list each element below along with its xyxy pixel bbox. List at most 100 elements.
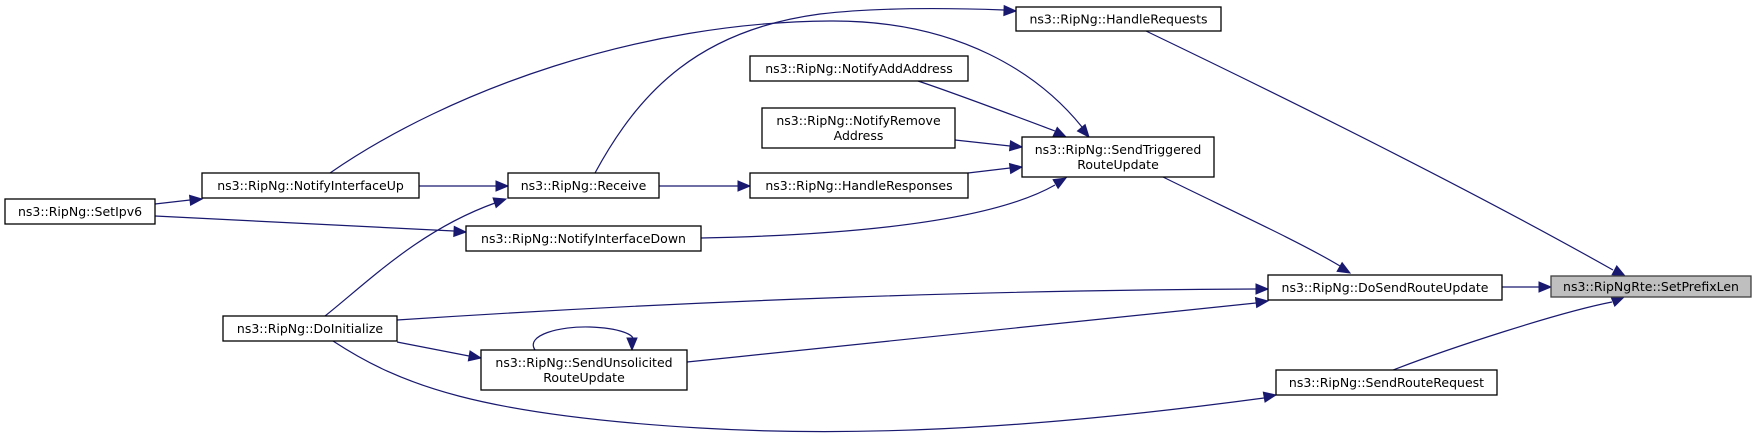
arrowhead-icon xyxy=(626,337,638,352)
edge-line xyxy=(1392,301,1613,371)
edge-notify-interface-up-to-receive xyxy=(419,180,510,192)
edge-handle-requests-to-set-prefix-len xyxy=(1145,30,1627,277)
arrowhead-icon xyxy=(1255,283,1270,295)
edge-line xyxy=(686,302,1257,363)
node-box[interactable] xyxy=(480,349,688,391)
edge-line xyxy=(917,80,1056,132)
edge-line xyxy=(594,7,1005,174)
node-box[interactable] xyxy=(507,172,660,199)
edge-do-initialize-to-do-send-route-update xyxy=(396,283,1270,321)
node-receive[interactable]: ns3::RipNg::Receive xyxy=(507,172,660,199)
edge-line xyxy=(1162,176,1341,267)
arrowhead-icon xyxy=(1052,126,1068,138)
arrowhead-icon xyxy=(188,194,204,207)
node-label: ns3::RipNg::SetIpv6 xyxy=(18,204,142,219)
node-notify-interface-up[interactable]: ns3::RipNg::NotifyInterfaceUp xyxy=(201,172,420,199)
node-box[interactable] xyxy=(222,315,398,342)
node-label: ns3::RipNg::DoInitialize xyxy=(237,321,384,336)
edge-line xyxy=(967,167,1011,174)
node-box[interactable] xyxy=(749,55,969,82)
arrowhead-icon xyxy=(1008,139,1024,152)
node-notify-add-address[interactable]: ns3::RipNg::NotifyAddAddress xyxy=(749,55,969,82)
edge-notify-remove-address-to-send-triggered-route-update xyxy=(954,139,1024,152)
node-label: RouteUpdate xyxy=(543,370,625,385)
node-box[interactable] xyxy=(1275,369,1498,396)
node-do-initialize[interactable]: ns3::RipNg::DoInitialize xyxy=(222,315,398,342)
edge-set-ipv6-to-notify-interface-up xyxy=(154,194,204,207)
node-box[interactable] xyxy=(761,107,956,149)
edge-line xyxy=(154,199,191,205)
edge-line xyxy=(154,215,455,232)
node-notify-interface-down[interactable]: ns3::RipNg::NotifyInterfaceDown xyxy=(465,225,702,252)
node-set-ipv6[interactable]: ns3::RipNg::SetIpv6 xyxy=(4,198,156,225)
edge-receive-to-handle-requests xyxy=(594,4,1018,174)
arrowhead-icon xyxy=(1611,265,1627,277)
edge-do-initialize-to-send-route-request xyxy=(332,340,1278,433)
edge-send-triggered-route-update-to-do-send-route-update xyxy=(1162,176,1352,274)
edge-send-unsolicited-route-update-to-do-send-route-update xyxy=(686,296,1270,363)
node-label: ns3::RipNg::Receive xyxy=(521,178,647,193)
node-label: Address xyxy=(834,128,884,143)
arrowhead-icon xyxy=(1052,177,1068,190)
edge-line xyxy=(396,341,470,357)
arrowhead-icon xyxy=(1262,391,1278,403)
node-box[interactable] xyxy=(201,172,420,199)
node-label: ns3::RipNg::NotifyAddAddress xyxy=(765,61,953,76)
node-send-route-request[interactable]: ns3::RipNg::SendRouteRequest xyxy=(1275,369,1498,396)
edge-line xyxy=(700,184,1056,239)
node-label: ns3::RipNg::HandleResponses xyxy=(765,178,952,193)
edge-line xyxy=(396,288,1257,321)
edge-notify-interface-down-to-send-triggered-route-update xyxy=(700,177,1068,239)
arrowhead-icon xyxy=(453,225,468,238)
node-do-send-route-update[interactable]: ns3::RipNg::DoSendRouteUpdate xyxy=(1267,274,1503,301)
node-box[interactable] xyxy=(4,198,156,225)
node-box[interactable] xyxy=(1267,274,1503,301)
arrowhead-icon xyxy=(492,197,508,209)
edge-do-send-route-update-to-set-prefix-len xyxy=(1502,281,1553,293)
edge-do-initialize-to-receive xyxy=(324,197,508,317)
node-label: ns3::RipNg::NotifyInterfaceUp xyxy=(217,178,404,193)
node-label: ns3::RipNg::HandleRequests xyxy=(1030,12,1208,27)
edge-handle-responses-to-send-triggered-route-update xyxy=(967,162,1024,175)
node-box[interactable] xyxy=(1021,136,1215,178)
arrowhead-icon xyxy=(1076,123,1090,138)
arrowhead-icon xyxy=(495,180,510,192)
arrowhead-icon xyxy=(1538,281,1553,293)
node-set-prefix-len[interactable]: ns3::RipNgRte::SetPrefixLen xyxy=(1550,275,1752,298)
arrowhead-icon xyxy=(1254,296,1270,309)
arrowhead-icon xyxy=(1610,296,1626,308)
edges-layer xyxy=(154,4,1627,433)
node-handle-requests[interactable]: ns3::RipNg::HandleRequests xyxy=(1015,6,1222,32)
edge-line xyxy=(954,139,1011,147)
node-label: RouteUpdate xyxy=(1077,157,1159,172)
node-handle-responses[interactable]: ns3::RipNg::HandleResponses xyxy=(749,172,969,199)
arrowhead-icon xyxy=(467,350,483,362)
node-box[interactable] xyxy=(465,225,702,252)
node-label: ns3::RipNg::NotifyRemove xyxy=(776,113,941,128)
edge-line xyxy=(332,340,1265,433)
arrowhead-icon xyxy=(1003,4,1018,17)
node-box[interactable] xyxy=(749,172,969,199)
edge-line xyxy=(329,20,1083,174)
edge-set-ipv6-to-notify-interface-down xyxy=(154,215,468,238)
edge-send-unsolicited-route-update-to-send-unsolicited-route-update xyxy=(532,326,638,352)
edge-line xyxy=(324,202,496,317)
node-label: ns3::RipNg::SendUnsolicited xyxy=(495,355,672,370)
edge-send-route-request-to-set-prefix-len xyxy=(1392,296,1626,371)
edge-line xyxy=(1145,30,1614,271)
edge-notify-interface-up-to-send-triggered-route-update xyxy=(329,20,1090,174)
edge-line xyxy=(532,326,634,351)
edge-receive-to-handle-responses xyxy=(659,180,752,192)
node-box[interactable] xyxy=(1550,275,1752,298)
node-label: ns3::RipNg::SendRouteRequest xyxy=(1289,375,1484,390)
arrowhead-icon xyxy=(737,180,752,192)
node-label: ns3::RipNg::SendTriggered xyxy=(1035,142,1202,157)
node-label: ns3::RipNg::DoSendRouteUpdate xyxy=(1282,280,1489,295)
node-label: ns3::RipNgRte::SetPrefixLen xyxy=(1563,279,1739,294)
node-box[interactable] xyxy=(1015,6,1222,32)
arrowhead-icon xyxy=(1008,162,1024,175)
